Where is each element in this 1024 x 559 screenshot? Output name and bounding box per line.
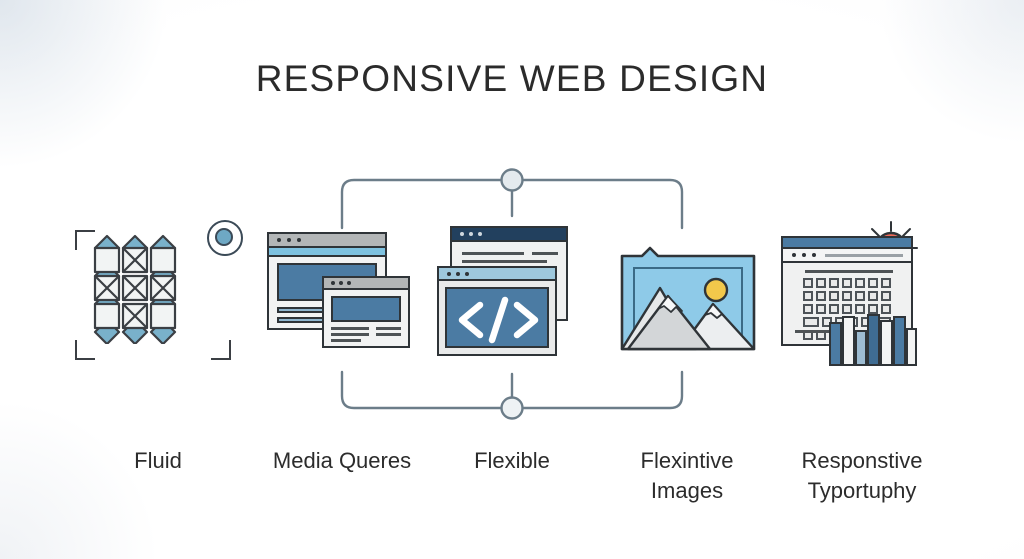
item-label-flexible: Flexible <box>474 448 550 473</box>
item-flexintive-images[interactable]: Flexintive Images <box>592 218 782 518</box>
item-label-media-queres: Media Queres <box>272 448 412 473</box>
code-brackets-icon <box>458 296 539 344</box>
browser-hero-block-small <box>331 296 401 322</box>
item-flexible[interactable]: Flexible <box>417 218 607 518</box>
top-node-circle <box>500 168 524 192</box>
photo-frame-illustration <box>620 246 756 351</box>
code-editor-surface <box>445 287 549 348</box>
code-window-front <box>437 266 557 356</box>
geometric-grid-pattern <box>93 234 177 344</box>
browser-windows-icon <box>247 218 437 378</box>
typography-titlebar <box>783 238 911 249</box>
item-fluid[interactable]: Fluid <box>63 218 253 518</box>
sun-icon <box>703 277 729 303</box>
page-title: RESPONSIVE WEB DESIGN <box>255 58 769 99</box>
browser-titlebar <box>269 234 385 248</box>
typography-keyboard-icon <box>767 218 957 378</box>
crop-mark-bottom-left-icon <box>75 340 95 360</box>
label-line-2: Typortuphy <box>807 478 917 503</box>
item-label-responstive-typortuphy: Responstive Typortuphy <box>767 446 957 506</box>
label-line-2: Images <box>650 478 724 503</box>
browser-toolbar-strip <box>269 248 385 257</box>
crop-mark-bottom-right-icon <box>211 340 231 360</box>
item-label-flexintive-images: Flexintive Images <box>592 446 782 506</box>
browser-titlebar-small <box>324 278 408 290</box>
crop-mark-top-left-icon <box>75 230 95 250</box>
typography-addressbar <box>783 249 911 263</box>
item-responstive-typortuphy[interactable]: Responstive Typortuphy <box>767 218 957 518</box>
code-titlebar-back <box>452 228 566 242</box>
photo-mountains-icon <box>592 218 782 378</box>
fluid-lens-circle-icon <box>207 220 243 256</box>
label-line-1: Responstive <box>801 448 923 473</box>
code-window-icon <box>417 218 607 378</box>
fluid-pattern-icon <box>63 218 253 378</box>
code-titlebar-front <box>439 268 555 281</box>
item-label-fluid: Fluid <box>134 448 182 473</box>
item-media-queres[interactable]: Media Queres <box>247 218 437 518</box>
label-line-1: Flexintive <box>640 448 734 473</box>
browser-window-small <box>322 276 410 348</box>
